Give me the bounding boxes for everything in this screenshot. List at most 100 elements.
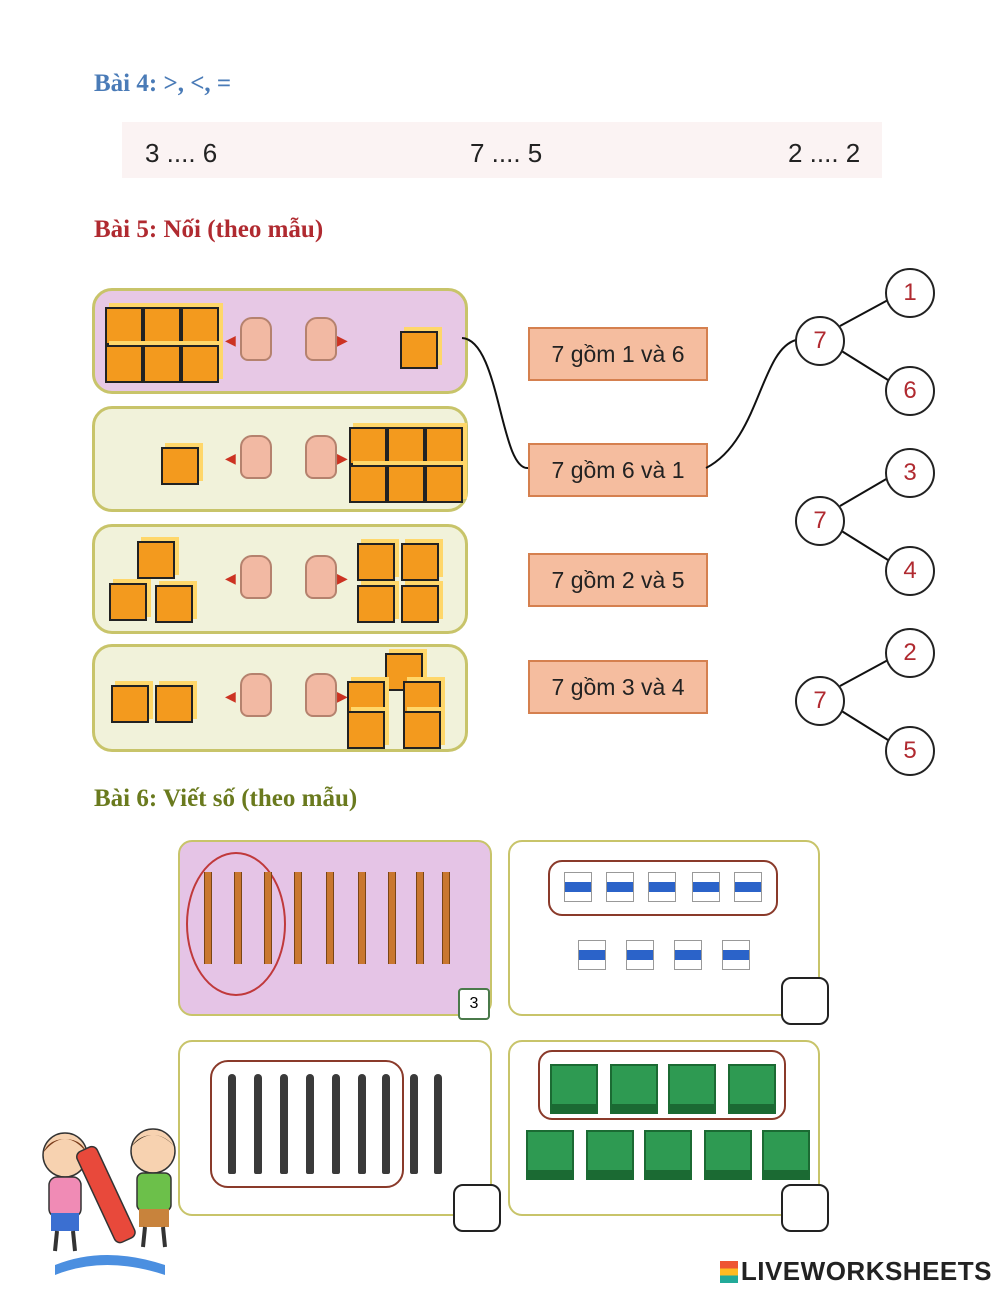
tree-branch	[839, 349, 889, 381]
answer-box-books[interactable]	[781, 1184, 829, 1232]
tree-1-root[interactable]: 7	[795, 316, 845, 366]
arrow-right-icon: ▶	[337, 571, 348, 587]
cube-icon	[357, 585, 395, 623]
eraser-icon	[564, 872, 592, 902]
eraser-icon	[606, 872, 634, 902]
cube-icon	[105, 345, 143, 383]
cube-icon	[349, 427, 387, 465]
cube-icon	[357, 543, 395, 581]
bai4-item-3[interactable]: 2 .... 2	[788, 138, 861, 168]
tree-3-bottom: 5	[885, 726, 935, 776]
left-hand-icon	[240, 555, 272, 599]
connector-line-sample-left	[461, 337, 529, 470]
erasers-panel	[508, 840, 820, 1016]
pen-icon	[358, 1074, 366, 1174]
cube-panel-1: ◀ ▶	[92, 288, 468, 394]
tree-branch	[839, 659, 889, 687]
book-icon	[526, 1130, 574, 1180]
eraser-icon	[626, 940, 654, 970]
brand-text: LIVEWORKSHEETS	[740, 1256, 992, 1286]
eraser-icon	[578, 940, 606, 970]
arrow-left-icon: ◀	[225, 571, 236, 587]
cube-panel-2: ◀ ▶	[92, 406, 468, 512]
pencils-panel	[178, 840, 492, 1016]
arrow-left-icon: ◀	[225, 689, 236, 705]
label-7-6-1[interactable]: 7 gồm 6 và 1	[528, 443, 708, 497]
cube-icon	[387, 465, 425, 503]
brand-icon	[719, 1261, 738, 1283]
children-illustration	[42, 1128, 176, 1275]
arrow-right-icon: ▶	[337, 333, 348, 349]
connector-line-sample-right	[705, 339, 797, 469]
book-icon	[644, 1130, 692, 1180]
cube-icon	[425, 465, 463, 503]
pen-icon	[228, 1074, 236, 1174]
arrow-left-icon: ◀	[225, 333, 236, 349]
tree-3-root[interactable]: 7	[795, 676, 845, 726]
pencil-icon	[388, 872, 396, 964]
cube-icon	[401, 543, 439, 581]
tree-2-top: 3	[885, 448, 935, 498]
book-icon	[550, 1064, 598, 1114]
tree-1-bottom: 6	[885, 366, 935, 416]
eraser-icon	[648, 872, 676, 902]
bai6-title: Bài 6: Viết số (theo mẫu)	[94, 785, 358, 812]
cube-icon	[109, 583, 147, 621]
bai4-item-1[interactable]: 3 .... 6	[145, 138, 218, 168]
left-hand-icon	[240, 317, 272, 361]
pencil-icon	[234, 872, 242, 964]
brand-logo: LIVEWORKSHEETS	[719, 1256, 992, 1287]
label-7-2-5[interactable]: 7 gồm 2 và 5	[528, 553, 708, 607]
tree-branch	[839, 299, 889, 327]
pencil-icon	[204, 872, 212, 964]
bai5-title: Bài 5: Nối (theo mẫu)	[94, 216, 324, 243]
books-circle	[538, 1050, 786, 1120]
tree-2-bottom: 4	[885, 546, 935, 596]
answer-box-pens[interactable]	[453, 1184, 501, 1232]
cube-icon	[181, 307, 219, 345]
pencil-icon	[442, 872, 450, 964]
cube-icon	[400, 331, 438, 369]
pen-icon	[280, 1074, 288, 1174]
cube-panel-4: ◀ ▶	[92, 644, 468, 752]
cube-icon	[161, 447, 199, 485]
pencil-icon	[294, 872, 302, 964]
cube-icon	[387, 427, 425, 465]
right-hand-icon	[305, 673, 337, 717]
right-hand-icon	[305, 555, 337, 599]
eraser-icon	[674, 940, 702, 970]
cube-icon	[181, 345, 219, 383]
pencil-icon	[264, 872, 272, 964]
pens-panel	[178, 1040, 492, 1216]
pen-icon	[332, 1074, 340, 1174]
cube-icon	[403, 711, 441, 749]
arrow-right-icon: ▶	[337, 689, 348, 705]
answer-box-erasers[interactable]	[781, 977, 829, 1025]
bai4-item-2[interactable]: 7 .... 5	[470, 138, 543, 168]
bai4-title: Bài 4: >, <, =	[94, 70, 232, 97]
pen-icon	[434, 1074, 442, 1174]
cube-icon	[105, 307, 143, 345]
pencils-circle	[186, 852, 286, 996]
pencil-icon	[358, 872, 366, 964]
pen-icon	[382, 1074, 390, 1174]
eraser-icon	[692, 872, 720, 902]
cube-icon	[137, 541, 175, 579]
cube-panel-3: ◀ ▶	[92, 524, 468, 634]
pen-icon	[254, 1074, 262, 1174]
book-icon	[586, 1130, 634, 1180]
label-7-3-4[interactable]: 7 gồm 3 và 4	[528, 660, 708, 714]
left-hand-icon	[240, 435, 272, 479]
tree-branch	[839, 529, 889, 561]
erasers-circle	[548, 860, 778, 916]
bai4-band	[122, 122, 882, 178]
books-panel	[508, 1040, 820, 1216]
eraser-icon	[734, 872, 762, 902]
book-icon	[704, 1130, 752, 1180]
pencil-icon	[326, 872, 334, 964]
tree-2-root[interactable]: 7	[795, 496, 845, 546]
left-hand-icon	[240, 673, 272, 717]
label-7-1-6[interactable]: 7 gồm 1 và 6	[528, 327, 708, 381]
book-icon	[762, 1130, 810, 1180]
arrow-right-icon: ▶	[337, 451, 348, 467]
